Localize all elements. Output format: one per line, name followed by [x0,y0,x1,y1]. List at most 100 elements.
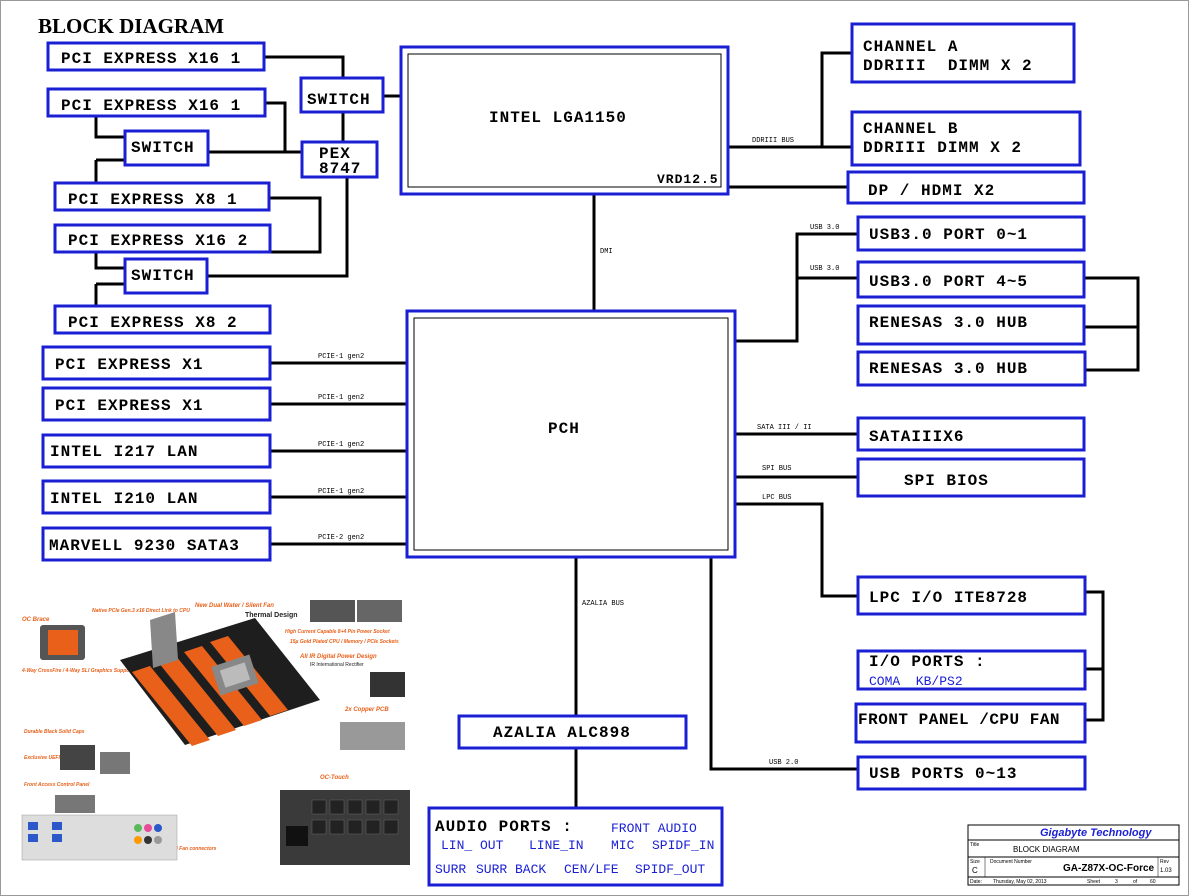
pch-label: PCH [548,420,580,438]
tb-company: Gigabyte Technology [1040,827,1152,839]
oc-brace-thumb: OC Brace [22,617,85,660]
renesas-hub-2-label: RENESAS 3.0 HUB [869,360,1028,378]
audio-mic: MIC [611,838,635,853]
callout-thermal: Thermal Design [245,612,298,619]
tb-title-label: Title [970,842,979,848]
pcie-x8-2-box [53,304,272,335]
tb-title: BLOCK DIAGRAM [1013,845,1080,854]
azalia-bus-label: AZALIA BUS [582,600,624,608]
lpc-bus-label: LPC BUS [762,494,791,502]
callout-fan-connectors: 8 Fan connectors [175,846,217,852]
pcie-x8-1-box [53,181,271,212]
cpu-vrd-label: VRD12.5 [657,172,719,187]
lpc-io-label: LPC I/O ITE8728 [869,589,1028,607]
pch-box [405,309,737,559]
marvell-sata-box [41,526,272,562]
pcie-x1-b-bus: PCIE-1 gen2 [318,394,364,402]
switch-3-box [123,257,209,295]
audio-spdif-out: SPIDF_OUT [635,862,705,877]
channel-b-line2: DDRIII DIMM X 2 [863,139,1022,157]
channel-a-line1: CHANNEL A [863,38,958,56]
callout-oc-brace: OC Brace [22,617,50,623]
callout-oc-touch: OC-Touch [320,775,349,781]
spi-bus-label: SPI BUS [762,465,791,473]
page-title: BLOCK DIAGRAM [38,14,224,38]
audio-line-in: LINE_IN [529,838,584,853]
tb-docnum-label: Document Number [990,859,1032,865]
motherboard-illustration: OC Brace New Dual Water / Silent Fan The… [20,592,412,877]
switch-2-box [123,129,210,167]
usb30-bus-1: USB 3.0 [810,224,839,232]
usb30-port45-label: USB3.0 PORT 4~5 [869,273,1028,291]
pcie-x1-a-box [41,345,272,381]
pcie-x8-1-label: PCI EXPRESS X8 1 [68,191,238,209]
audio-cen-lfe: CEN/LFE [564,862,619,877]
audio-lin-out: LIN_ OUT [441,838,504,853]
callout-power-socket: High Current Capable 8+4 Pin Power Socke… [285,629,390,635]
tb-of-label: of [1133,879,1138,885]
audio-surr-back: SURR BACK [476,862,546,877]
switch-1-box [299,76,385,114]
pcie-x8-2-label: PCI EXPRESS X8 2 [68,314,238,332]
dmi-label: DMI [600,248,613,256]
callout-ir-digital: All IR Digital Power Design [299,654,377,660]
io-ports-box [856,649,1087,691]
callout-copper-pcb: 2x Copper PCB [344,707,389,713]
pex-label-line2: 8747 [319,160,361,178]
usb-ports-label: USB PORTS 0~13 [869,765,1017,783]
usb30-port01-label: USB3.0 PORT 0~1 [869,226,1028,244]
audio-surr: SURR [435,862,466,877]
marvell-sata-bus: PCIE-2 gen2 [318,534,364,542]
sata-label: SATAIIIX6 [869,428,964,446]
tb-date-label: Date: [970,879,982,885]
pcie-x16-1a-box [46,41,266,72]
pcie-x1-b-label: PCI EXPRESS X1 [55,397,203,415]
i210-lan-bus: PCIE-1 gen2 [318,488,364,496]
pcie-x1-a-bus: PCIE-1 gen2 [318,353,364,361]
usb-ports-box [856,755,1087,791]
wires [94,51,1140,808]
tb-size-label: Size [970,859,980,865]
audio-spdif-in: SPIDF_IN [652,838,714,853]
usb30-bus-2: USB 3.0 [810,265,839,273]
channel-a-box [850,22,1076,84]
switch-2-label: SWITCH [131,139,195,157]
sata-bus-label: SATA III / II [757,424,812,432]
tb-docnum: GA-Z87X-OC-Force [1063,863,1155,874]
channel-b-box [850,110,1082,167]
channel-a-line2: DDRIII DIMM X 2 [863,57,1033,75]
tb-sheet-label: Sheet [1087,879,1101,885]
callout-solid-caps: Durable Black Solid Caps [24,729,85,735]
pcie-x1-a-label: PCI EXPRESS X1 [55,356,203,374]
pcie-x16-1b-label: PCI EXPRESS X16 1 [61,97,241,115]
pex-label-line1: PEX [319,145,351,163]
cpu-box [399,45,730,196]
tb-sheet: 3 [1115,879,1118,885]
i217-lan-box [41,433,272,469]
tb-of: 60 [1150,879,1156,885]
tb-size: C [972,866,978,875]
cpu-label: INTEL LGA1150 [489,109,627,127]
ddr-bus-label: DDRIII BUS [752,137,794,145]
board-shape [120,612,320,746]
io-ports-line1: I/O PORTS : [869,653,986,671]
spi-bios-label: SPI BIOS [904,472,989,490]
callout-dual-water: New Dual Water / Silent Fan [195,603,274,609]
left-devices: PCI EXPRESS X1 PCIE-1 gen2 PCI EXPRESS X… [41,345,364,562]
pcie-x16-1b-box [46,87,267,118]
azalia-box [457,714,688,750]
title-block: Gigabyte Technology Title BLOCK DIAGRAM … [967,824,1180,886]
callout-front-access: Front Access Control Panel [24,782,90,788]
callout-ir-rectifier: IR International Rectifier [310,662,364,668]
audio-front-label: FRONT AUDIO [611,821,697,836]
usb30-port01-box [856,215,1086,252]
io-ports-line2: COMA KB/PS2 [869,674,963,689]
pcie-x1-b-box [41,386,272,422]
azalia-label: AZALIA ALC898 [493,724,631,742]
renesas-hub-1-label: RENESAS 3.0 HUB [869,314,1028,332]
pcie-x16-1a-label: PCI EXPRESS X16 1 [61,50,241,68]
spi-bios-box [856,457,1086,498]
i217-lan-label: INTEL I217 LAN [50,443,198,461]
pcie-x16-2-label: PCI EXPRESS X16 2 [68,232,248,250]
callout-native-pcie: Native PCIe Gen.3 x16 Direct Link to CPU [92,608,190,614]
